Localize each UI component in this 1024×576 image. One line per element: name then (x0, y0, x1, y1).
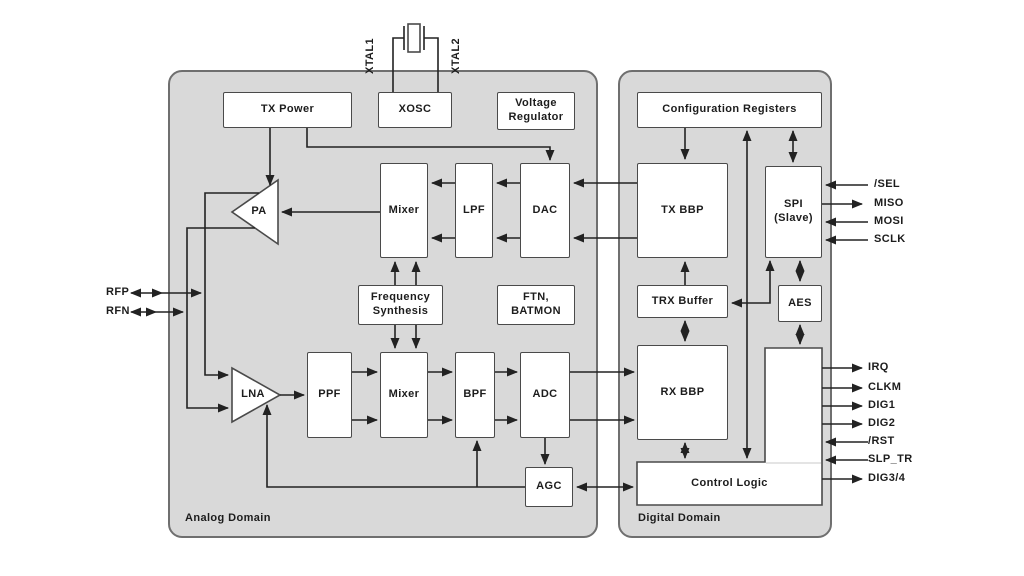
pa-label: PA (251, 205, 267, 217)
block-tx-power: TX Power (223, 92, 352, 128)
block-mixer-rx: Mixer (380, 352, 428, 438)
pin-label-sel: /SEL (874, 178, 901, 190)
block-config-registers: Configuration Registers (637, 92, 822, 128)
pin-label-dig3-4: DIG3/4 (868, 472, 906, 484)
digital-domain-label: Digital Domain (638, 512, 721, 524)
block-frequency-synthesis: Frequency Synthesis (358, 285, 443, 325)
lna-label: LNA (241, 388, 265, 400)
block-spi: SPI (Slave) (765, 166, 822, 258)
block-dac: DAC (520, 163, 570, 258)
pin-label-rst: /RST (868, 435, 895, 447)
pin-label-xtal1: XTAL1 (364, 37, 376, 75)
pin-label-miso: MISO (874, 197, 904, 209)
block-rx-bbp: RX BBP (637, 345, 728, 440)
block-agc: AGC (525, 467, 573, 507)
block-ftn-batmon: FTN, BATMON (497, 285, 575, 325)
pin-label-slp-tr: SLP_TR (868, 453, 913, 465)
block-trx-buffer: TRX Buffer (637, 285, 728, 318)
pin-label-dig1: DIG1 (868, 399, 896, 411)
block-tx-bbp: TX BBP (637, 163, 728, 258)
block-lpf: LPF (455, 163, 493, 258)
pin-label-xtal2: XTAL2 (450, 37, 462, 75)
block-ppf: PPF (307, 352, 352, 438)
pin-label-rfp: RFP (106, 286, 130, 298)
analog-domain-label: Analog Domain (185, 512, 271, 524)
pin-label-clkm: CLKM (868, 381, 902, 393)
block-xosc: XOSC (378, 92, 452, 128)
pin-label-irq: IRQ (868, 361, 889, 373)
block-bpf: BPF (455, 352, 495, 438)
pin-label-dig2: DIG2 (868, 417, 896, 429)
pin-label-rfn: RFN (106, 305, 130, 317)
control-logic-label: Control Logic (691, 477, 768, 489)
block-mixer-tx: Mixer (380, 163, 428, 258)
block-aes: AES (778, 285, 822, 322)
block-voltage-regulator: Voltage Regulator (497, 92, 575, 130)
pin-label-sclk: SCLK (874, 233, 906, 245)
block-adc: ADC (520, 352, 570, 438)
pin-label-mosi: MOSI (874, 215, 904, 227)
